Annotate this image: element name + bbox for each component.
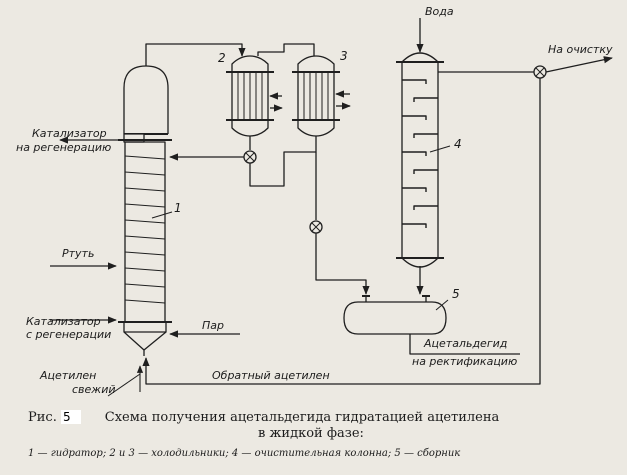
collector-tank bbox=[343, 295, 447, 342]
mercury-label: Ртуть bbox=[62, 247, 95, 260]
figure-legend: 1 — гидратор; 2 и 3 — холодильники; 4 — … bbox=[28, 448, 461, 459]
fresh-acetylene-label-line2: свежий bbox=[72, 383, 116, 396]
water-label: Вода bbox=[425, 5, 454, 18]
fresh-acetylene-label-line1: Ацетилен bbox=[40, 369, 97, 382]
cooler-3-number: 3 bbox=[340, 49, 348, 63]
figure-caption-line2: в жидкой фазе: bbox=[258, 426, 364, 441]
purification-column bbox=[396, 52, 444, 268]
hydrator-vessel bbox=[118, 65, 172, 356]
hydrator-number: 1 bbox=[174, 201, 182, 215]
cooler-2-number: 2 bbox=[218, 51, 226, 65]
figure-prefix: Рис. bbox=[28, 410, 57, 425]
piping bbox=[50, 18, 613, 397]
column-number: 4 bbox=[454, 137, 462, 151]
catalyst-from-regeneration-label-line1: Катализатор bbox=[26, 315, 101, 328]
to-purification-label: На очистку bbox=[548, 43, 613, 56]
catalyst-to-regeneration-label-line1: Катализатор bbox=[32, 127, 107, 140]
collector-number: 5 bbox=[452, 287, 460, 301]
cooler-2 bbox=[226, 55, 274, 137]
figure-caption-line1: Рис. 5 Схема получения ацетальдегида гид… bbox=[28, 410, 499, 425]
acetaldehyde-to-rectification-label-line1: Ацетальдегид bbox=[424, 337, 508, 350]
cooler-3 bbox=[292, 55, 340, 137]
steam-label: Пар bbox=[202, 319, 224, 332]
figure-number: 5 bbox=[60, 410, 81, 424]
acetaldehyde-to-rectification-label-line2: на ректификацию bbox=[412, 355, 518, 368]
catalyst-to-regeneration-label-line2: на регенерацию bbox=[16, 141, 112, 154]
figure-title-line1: Схема получения ацетальдегида гидратацие… bbox=[104, 410, 500, 425]
catalyst-from-regeneration-label-line2: с регенерации bbox=[26, 328, 112, 341]
recycle-acetylene-label: Обратный ацетилен bbox=[212, 369, 330, 382]
